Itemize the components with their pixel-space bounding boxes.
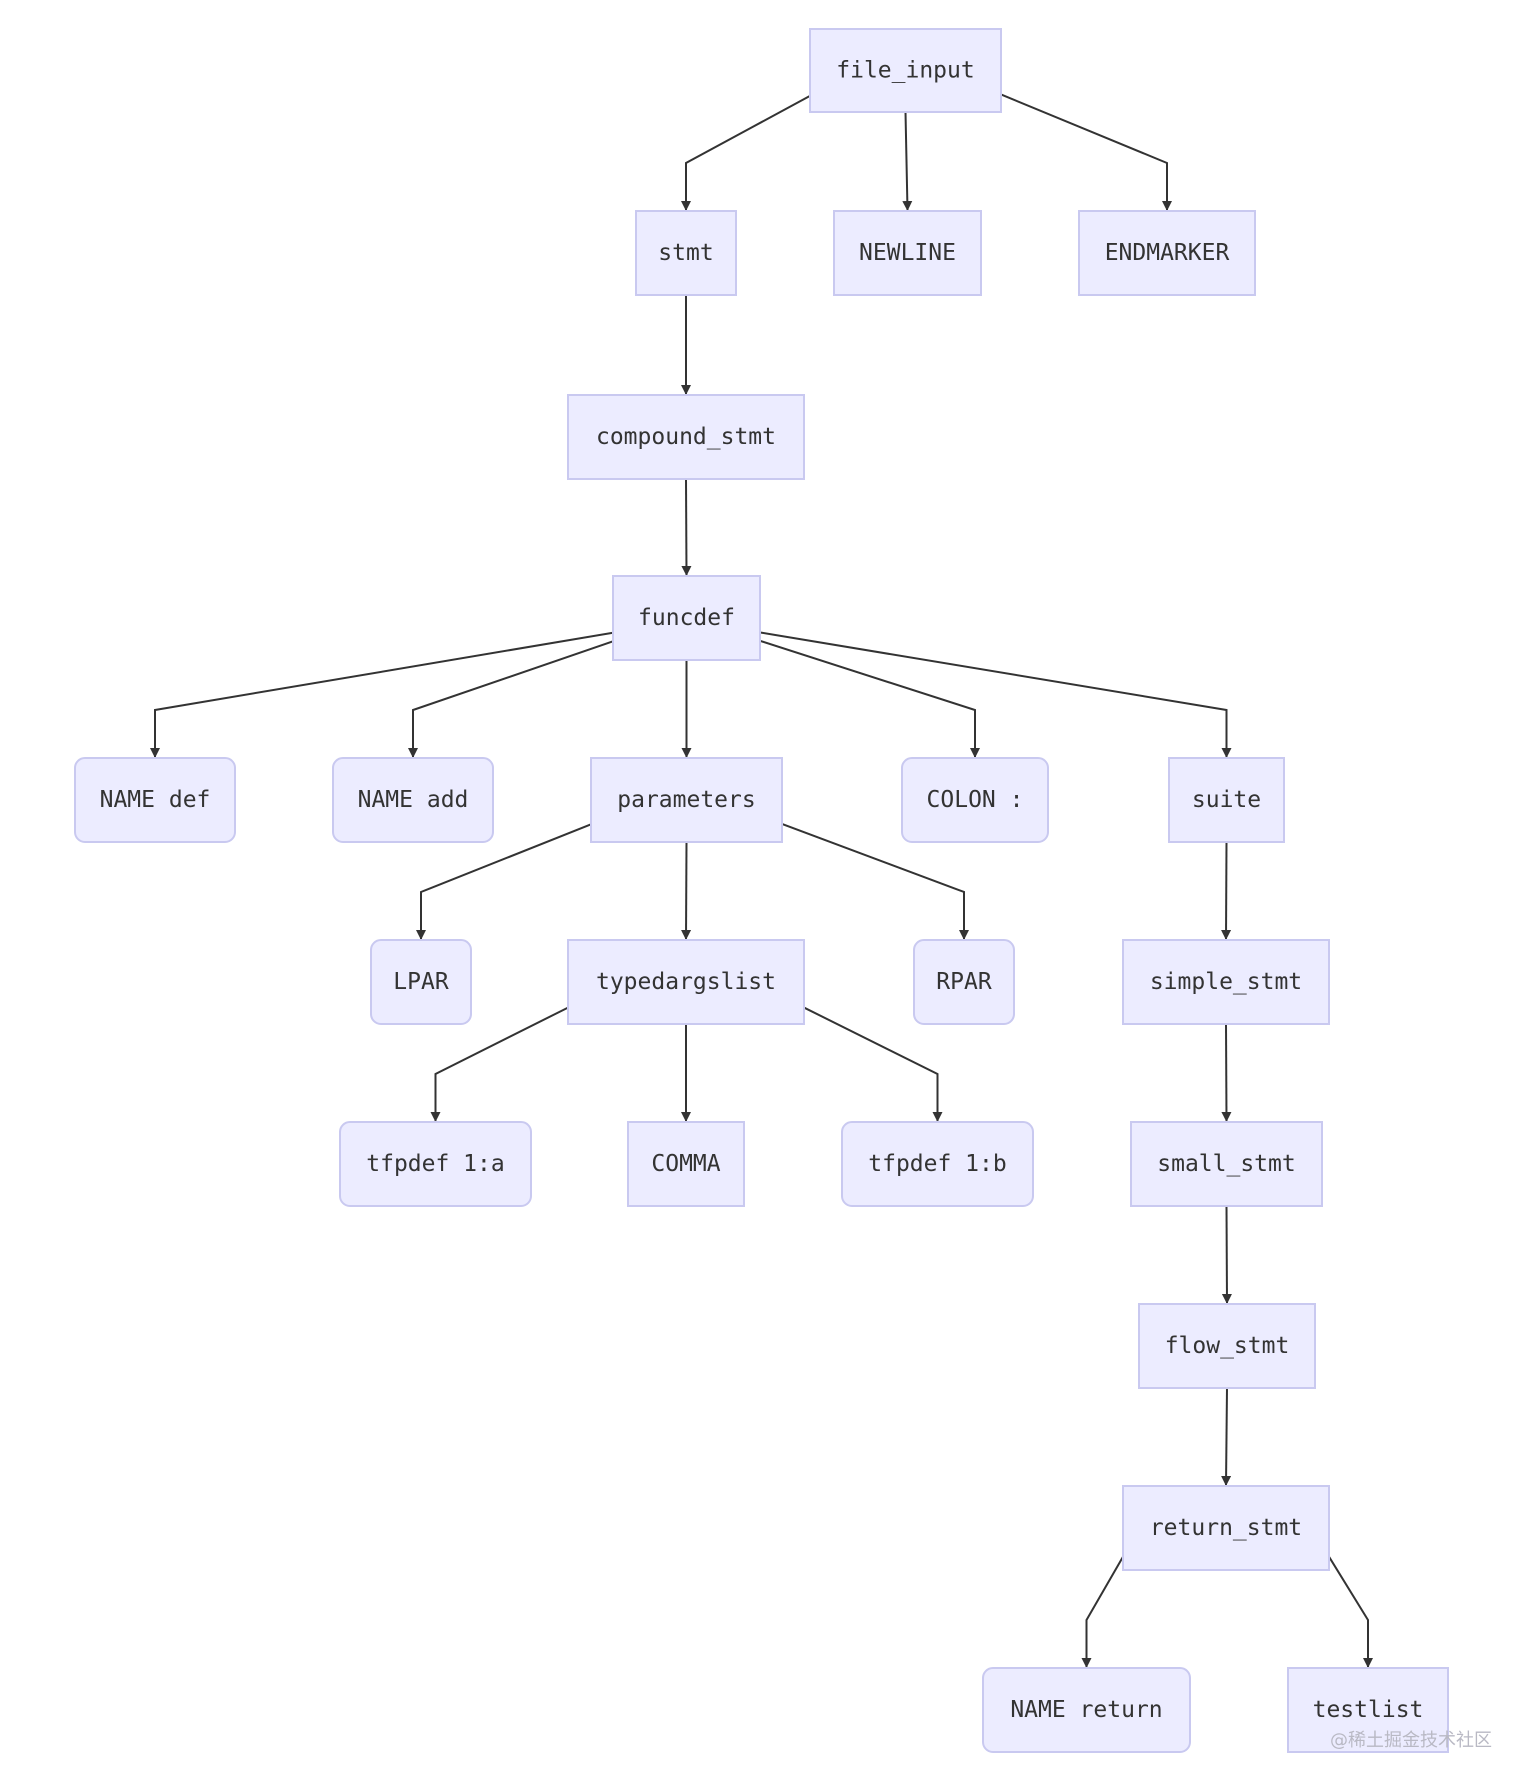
node-label-tfpdef_b: tfpdef 1:b bbox=[868, 1151, 1006, 1177]
node-lpar: LPAR bbox=[370, 939, 472, 1025]
node-stmt: stmt bbox=[635, 210, 737, 296]
node-label-suite: suite bbox=[1192, 787, 1261, 813]
node-name_return: NAME return bbox=[982, 1667, 1191, 1753]
node-box-typedargslist bbox=[567, 939, 805, 1025]
edge-funcdef-to-suite bbox=[759, 631, 1232, 758]
edge-typedargslist-to-tfpdef_a bbox=[430, 1006, 569, 1122]
node-comma: COMMA bbox=[627, 1121, 745, 1207]
node-simple_stmt: simple_stmt bbox=[1122, 939, 1330, 1025]
node-suite: suite bbox=[1168, 757, 1285, 843]
node-box-newline bbox=[833, 210, 982, 296]
edge-parameters-to-lpar bbox=[416, 823, 592, 940]
node-box-name_add bbox=[332, 757, 494, 843]
edges-layer bbox=[150, 93, 1373, 1668]
node-testlist: testlist bbox=[1287, 1667, 1449, 1753]
node-compound_stmt: compound_stmt bbox=[567, 394, 805, 480]
node-box-small_stmt bbox=[1130, 1121, 1323, 1207]
node-file_input: file_input bbox=[809, 28, 1002, 113]
node-box-tfpdef_a bbox=[339, 1121, 532, 1207]
node-box-suite bbox=[1168, 757, 1285, 843]
node-box-rpar bbox=[913, 939, 1015, 1025]
node-name_add: NAME add bbox=[332, 757, 494, 843]
node-label-stmt: stmt bbox=[658, 240, 713, 266]
node-label-name_return: NAME return bbox=[1010, 1697, 1162, 1723]
node-label-rpar: RPAR bbox=[936, 969, 992, 995]
node-box-parameters bbox=[590, 757, 783, 843]
node-label-flow_stmt: flow_stmt bbox=[1165, 1333, 1290, 1359]
node-label-lpar: LPAR bbox=[393, 969, 449, 995]
node-box-return_stmt bbox=[1122, 1485, 1330, 1571]
node-label-comma: COMMA bbox=[651, 1151, 720, 1177]
node-label-funcdef: funcdef bbox=[638, 605, 735, 631]
node-label-tfpdef_a: tfpdef 1:a bbox=[366, 1151, 504, 1177]
edge-typedargslist-to-tfpdef_b bbox=[803, 1006, 943, 1122]
edge-file_input-to-newline bbox=[902, 111, 913, 211]
node-label-typedargslist: typedargslist bbox=[596, 969, 776, 995]
edge-funcdef-to-name_def bbox=[150, 631, 614, 758]
node-label-name_def: NAME def bbox=[100, 787, 211, 813]
watermark: @稀土掘金技术社区 bbox=[1330, 1730, 1492, 1751]
node-tfpdef_b: tfpdef 1:b bbox=[841, 1121, 1034, 1207]
node-label-compound_stmt: compound_stmt bbox=[596, 424, 776, 450]
node-box-funcdef bbox=[612, 575, 761, 661]
node-name_def: NAME def bbox=[74, 757, 236, 843]
node-label-endmarker: ENDMARKER bbox=[1105, 240, 1230, 266]
node-box-endmarker bbox=[1078, 210, 1256, 296]
node-box-name_return bbox=[982, 1667, 1191, 1753]
node-box-testlist bbox=[1287, 1667, 1449, 1753]
node-label-name_add: NAME add bbox=[358, 787, 469, 813]
node-rpar: RPAR bbox=[913, 939, 1015, 1025]
node-box-flow_stmt bbox=[1138, 1303, 1316, 1389]
node-box-colon bbox=[901, 757, 1049, 843]
node-label-return_stmt: return_stmt bbox=[1150, 1515, 1302, 1541]
node-funcdef: funcdef bbox=[612, 575, 761, 661]
edge-file_input-to-endmarker bbox=[1000, 93, 1172, 211]
edge-simple_stmt-to-small_stmt bbox=[1221, 1023, 1232, 1122]
node-return_stmt: return_stmt bbox=[1122, 1485, 1330, 1571]
node-flow_stmt: flow_stmt bbox=[1138, 1303, 1316, 1389]
node-label-small_stmt: small_stmt bbox=[1157, 1151, 1295, 1177]
node-box-simple_stmt bbox=[1122, 939, 1330, 1025]
node-box-name_def bbox=[74, 757, 236, 843]
edge-flow_stmt-to-return_stmt bbox=[1221, 1387, 1232, 1486]
node-box-comma bbox=[627, 1121, 745, 1207]
node-label-file_input: file_input bbox=[836, 58, 974, 84]
node-label-newline: NEWLINE bbox=[859, 240, 956, 266]
edge-parameters-to-rpar bbox=[781, 822, 969, 940]
node-newline: NEWLINE bbox=[833, 210, 982, 296]
node-box-lpar bbox=[370, 939, 472, 1025]
node-small_stmt: small_stmt bbox=[1130, 1121, 1323, 1207]
edge-small_stmt-to-flow_stmt bbox=[1221, 1205, 1232, 1304]
node-tfpdef_a: tfpdef 1:a bbox=[339, 1121, 532, 1207]
node-box-tfpdef_b bbox=[841, 1121, 1034, 1207]
edge-funcdef-to-name_add bbox=[408, 640, 614, 758]
node-parameters: parameters bbox=[590, 757, 783, 843]
node-colon: COLON : bbox=[901, 757, 1049, 843]
node-label-colon: COLON : bbox=[927, 787, 1024, 813]
edge-funcdef-to-colon bbox=[759, 639, 980, 758]
node-label-simple_stmt: simple_stmt bbox=[1150, 969, 1302, 995]
node-typedargslist: typedargslist bbox=[567, 939, 805, 1025]
node-label-testlist: testlist bbox=[1313, 1697, 1424, 1723]
node-box-stmt bbox=[635, 210, 737, 296]
node-box-file_input bbox=[809, 28, 1002, 113]
node-endmarker: ENDMARKER bbox=[1078, 210, 1256, 296]
node-label-parameters: parameters bbox=[617, 787, 755, 813]
edge-file_input-to-stmt bbox=[681, 94, 811, 211]
edge-suite-to-simple_stmt bbox=[1221, 841, 1232, 940]
edge-parameters-to-typedargslist bbox=[681, 841, 692, 940]
node-box-compound_stmt bbox=[567, 394, 805, 480]
edge-compound_stmt-to-funcdef bbox=[681, 478, 692, 576]
edge-return_stmt-to-testlist bbox=[1328, 1556, 1373, 1668]
edge-return_stmt-to-name_return bbox=[1081, 1556, 1124, 1668]
